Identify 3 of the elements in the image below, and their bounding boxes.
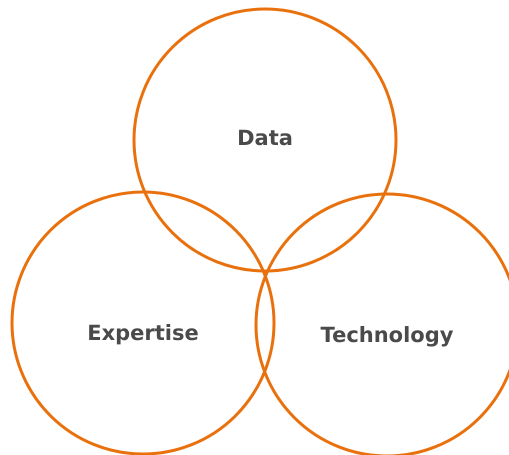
circle-label: Expertise — [87, 321, 199, 345]
circle-label: Technology — [320, 323, 454, 347]
circle-label: Data — [237, 126, 293, 150]
